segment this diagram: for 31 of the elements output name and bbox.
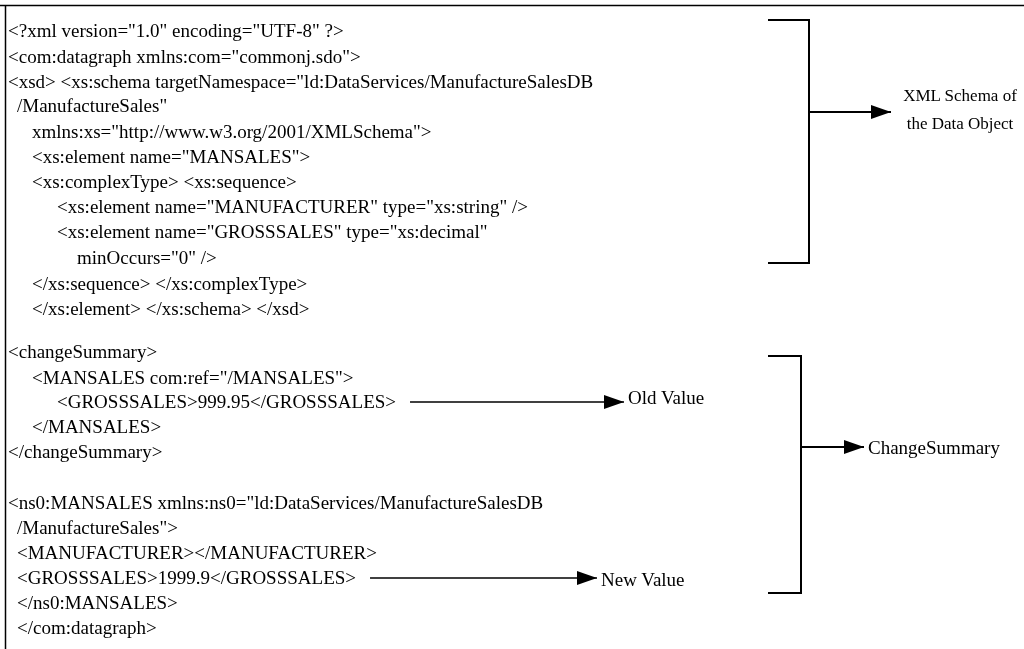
- code-line: <xs:element name="GROSSSALES" type="xs:decimal": [57, 220, 488, 244]
- arrow: [807, 105, 892, 119]
- code-line: xmlns:xs="http://www.w3.org/2001/XMLSchema">: [32, 120, 432, 144]
- code-line: <MANUFACTURER></MANUFACTURER>: [17, 541, 377, 565]
- code-line: <GROSSSALES>1999.9</GROSSSALES>: [17, 566, 357, 590]
- callout-label: New Value: [601, 568, 685, 592]
- arrow: [409, 395, 625, 409]
- code-line: <GROSSSALES>999.95</GROSSSALES>: [57, 390, 397, 414]
- code-line: </com:datagraph>: [17, 616, 157, 640]
- code-line: /ManufactureSales">: [17, 516, 178, 540]
- code-line: <changeSummary>: [8, 340, 158, 364]
- code-line: <MANSALES com:ref="/MANSALES">: [32, 366, 354, 390]
- code-line: <ns0:MANSALES xmlns:ns0="ld:DataServices/ManufactureSalesDB: [8, 491, 544, 515]
- code-line: minOccurs="0" />: [77, 246, 217, 270]
- callout-label: Old Value: [628, 386, 705, 410]
- code-line: <xsd> <xs:schema targetNamespace="ld:DataServices/ManufactureSalesDB: [8, 70, 594, 94]
- code-line: </MANSALES>: [32, 415, 162, 439]
- code-line: <com:datagraph xmlns:com="commonj.sdo">: [8, 45, 361, 69]
- code-line: /ManufactureSales": [17, 94, 168, 118]
- arrow: [799, 440, 865, 454]
- arrow: [369, 571, 598, 585]
- code-line: </xs:sequence> </xs:complexType>: [32, 272, 308, 296]
- code-line: <?xml version="1.0" encoding="UTF-8" ?>: [8, 19, 344, 43]
- code-line: </ns0:MANSALES>: [17, 591, 178, 615]
- callout-label: ChangeSummary: [868, 436, 1000, 460]
- code-line: <xs:complexType> <xs:sequence>: [32, 170, 297, 194]
- code-line: </changeSummary>: [8, 440, 163, 464]
- callout-label: XML Schema of the Data Object: [895, 82, 1024, 138]
- code-line: </xs:element> </xs:schema> </xsd>: [32, 297, 310, 321]
- code-line: <xs:element name="MANUFACTURER" type="xs:string" />: [57, 195, 528, 219]
- code-line: <xs:element name="MANSALES">: [32, 145, 311, 169]
